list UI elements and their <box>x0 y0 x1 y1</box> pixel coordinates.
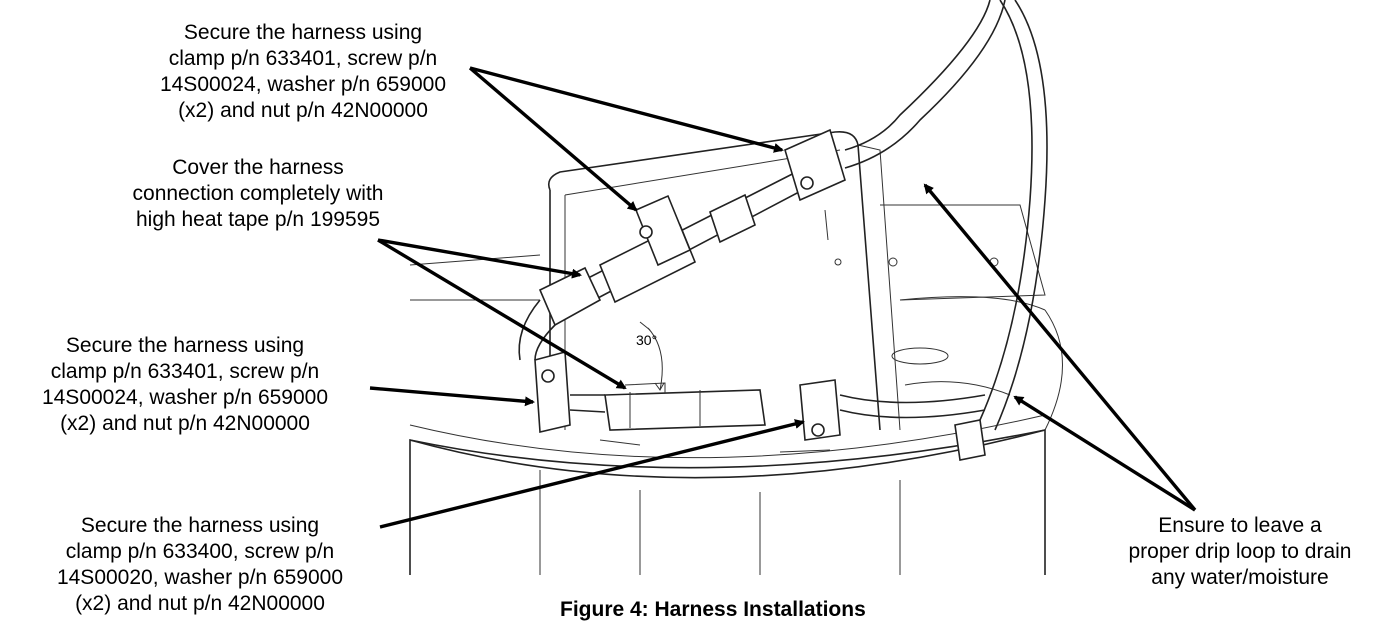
angle-indicator <box>639 321 665 391</box>
callout-line: Secure the harness using <box>65 334 305 357</box>
callout-line: Secure the harness using <box>80 514 320 537</box>
arrow-clamp-lower-right <box>379 419 805 529</box>
callout-arrows <box>369 66 1197 529</box>
callout-line: 14S00024, washer p/n 659000 <box>159 73 447 96</box>
arrow-clamp-upper-right <box>469 66 784 153</box>
callout-line: clamp p/n 633401, screw p/n <box>50 360 320 383</box>
callout-line: (x2) and nut p/n 42N00000 <box>60 412 310 435</box>
callout-line: proper drip loop to drain <box>1128 540 1352 563</box>
callout-line: (x2) and nut p/n 42N00000 <box>75 592 325 615</box>
callout-line: clamp p/n 633401, screw p/n <box>168 47 438 70</box>
arrow-drip-loop-lower <box>1013 395 1196 512</box>
callout-line: Ensure to leave a <box>1158 514 1322 537</box>
callout-line: high heat tape p/n 199595 <box>135 208 381 231</box>
callout-clamp-upper: Secure the harness using clamp p/n 63340… <box>118 20 488 124</box>
arrow-clamp-lower-left <box>369 386 535 407</box>
angle-label: 30° <box>636 332 657 348</box>
callout-line: any water/moisture <box>1151 566 1329 589</box>
callout-line: 14S00024, washer p/n 659000 <box>41 386 329 409</box>
arrow-clamp-upper-left <box>468 66 638 212</box>
callout-line: Cover the harness <box>172 156 344 179</box>
callout-drip-loop: Ensure to leave a proper drip loop to dr… <box>1100 513 1380 591</box>
callout-line: (x2) and nut p/n 42N00000 <box>178 99 428 122</box>
lower-harness <box>518 299 986 461</box>
arrow-tape-connection <box>377 238 582 279</box>
arrow-drip-loop-upper <box>923 183 1197 512</box>
callout-line: Secure the harness using <box>183 21 423 44</box>
callout-line: clamp p/n 633400, screw p/n <box>65 540 335 563</box>
figure-caption: Figure 4: Harness Installations <box>560 598 866 621</box>
callout-clamp-lower-left: Secure the harness using clamp p/n 63340… <box>0 333 370 437</box>
callout-line: connection completely with <box>132 182 384 205</box>
callout-clamp-lower-right: Secure the harness using clamp p/n 63340… <box>0 513 400 617</box>
callout-line: 14S00020, washer p/n 659000 <box>56 566 344 589</box>
arrow-tape-lower <box>377 238 627 390</box>
callout-heat-tape: Cover the harness connection completely … <box>128 155 388 233</box>
upper-harness <box>538 0 1048 431</box>
